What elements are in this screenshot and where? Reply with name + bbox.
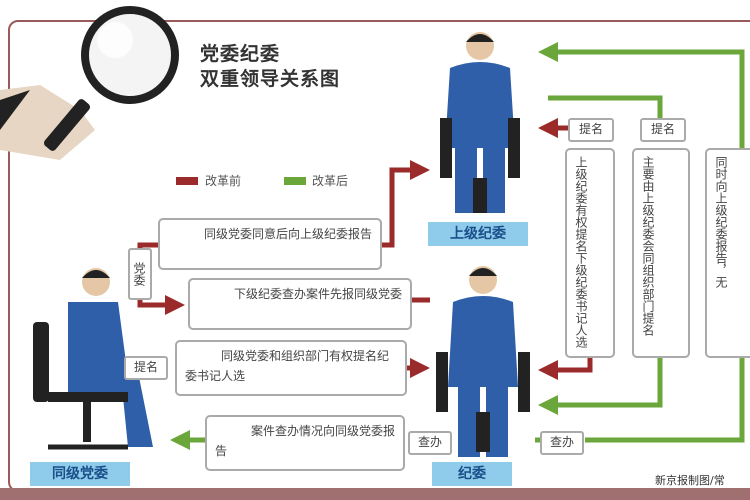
box-report-upper: 同级党委同意后向上级纪委报告 (158, 218, 382, 270)
box-report-party: 下级纪委查办案件先报同级党委 (188, 278, 412, 330)
upper-discipline-figure (440, 32, 520, 213)
tag-nominate-left: 提名 (124, 356, 168, 380)
title-line-2: 双重领导关系图 (200, 68, 341, 90)
party-committee-figure (33, 268, 153, 450)
tag-investigate-right: 查办 (540, 431, 584, 455)
node-upper-discipline: 上级纪委 (428, 222, 528, 246)
legend-label-after: 改革后 (312, 174, 349, 188)
node-party-committee: 同级党委 (30, 462, 130, 486)
tag-party: 党委 (128, 248, 152, 300)
legend-swatch-after (284, 177, 306, 185)
discipline-figure (436, 266, 530, 457)
diagram-title: 党委纪委 双重领导关系图 (200, 42, 340, 92)
title-line-1: 党委纪委 (200, 43, 281, 65)
tag-nominate-a: 提名 (568, 118, 614, 142)
tag-investigate-mid: 查办 (408, 431, 452, 455)
vbox-upper-nominate: 上级纪委有权提名下级纪委书记人选 (565, 148, 615, 358)
credit-text: 新京报制图/常 (655, 474, 725, 487)
legend-label-before: 改革前 (205, 174, 242, 188)
box-investigation-report: 案件查办情况向同级党委报告 (205, 415, 405, 471)
legend-swatch-before (176, 177, 198, 185)
magnifier-icon (0, 6, 179, 160)
bottom-band (0, 488, 750, 500)
vbox-joint-nominate: 主要由上级纪委会同组织部门提名 (632, 148, 690, 358)
tag-nominate-b: 提名 (640, 118, 686, 142)
vbox-dual-report: 同时向上级纪委报告，无 (705, 148, 750, 358)
box-party-nominate: 同级党委和组织部门有权提名纪委书记人选 (175, 340, 407, 396)
node-discipline: 纪委 (432, 462, 512, 486)
